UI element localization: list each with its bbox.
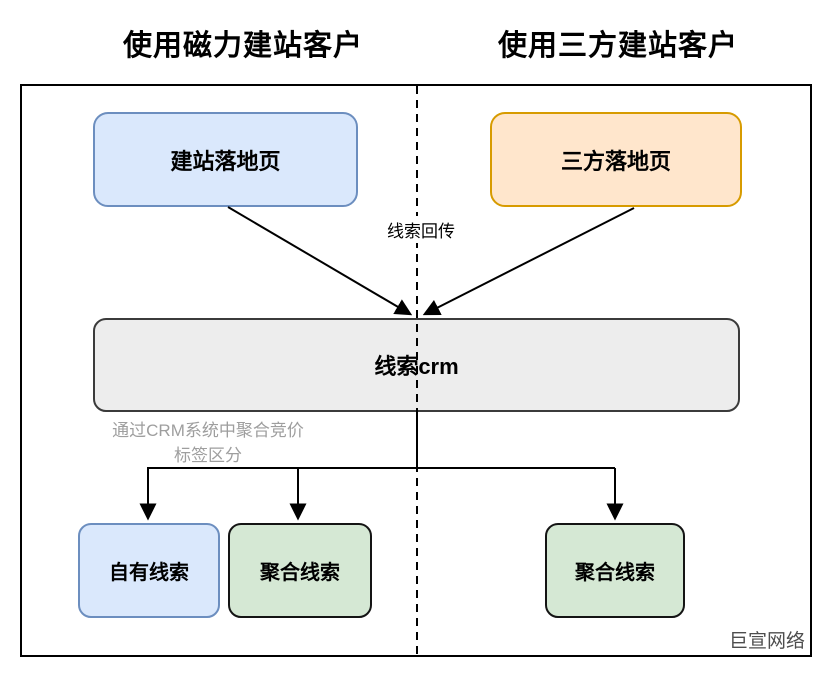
node-site-landing-page: 建站落地页 — [93, 112, 358, 207]
crm-annotation: 通过CRM系统中聚合竞价 标签区分 — [88, 418, 328, 468]
node-aggregated-leads-right: 聚合线索 — [545, 523, 685, 618]
node-label: 自有线索 — [109, 562, 189, 584]
node-lead-crm: 线索crm — [93, 318, 740, 412]
edge-label-lead-callback: 线索回传 — [376, 216, 466, 243]
node-label: 聚合线索 — [575, 562, 655, 584]
column-header-left: 使用磁力建站客户 — [122, 30, 363, 62]
node-aggregated-leads-left: 聚合线索 — [228, 523, 372, 618]
node-label: 三方落地页 — [560, 148, 671, 174]
node-label: 建站落地页 — [170, 148, 281, 174]
node-own-leads: 自有线索 — [78, 523, 220, 618]
node-thirdparty-landing-page: 三方落地页 — [490, 112, 742, 207]
watermark-brand: 巨宣网络 — [728, 631, 805, 652]
node-label: 聚合线索 — [260, 562, 340, 584]
annotation-line1: 通过CRM系统中聚合竞价 — [112, 421, 304, 440]
column-header-right: 使用三方建站客户 — [497, 30, 738, 62]
node-label: 线索crm — [374, 354, 459, 379]
annotation-line2: 标签区分 — [174, 446, 242, 465]
